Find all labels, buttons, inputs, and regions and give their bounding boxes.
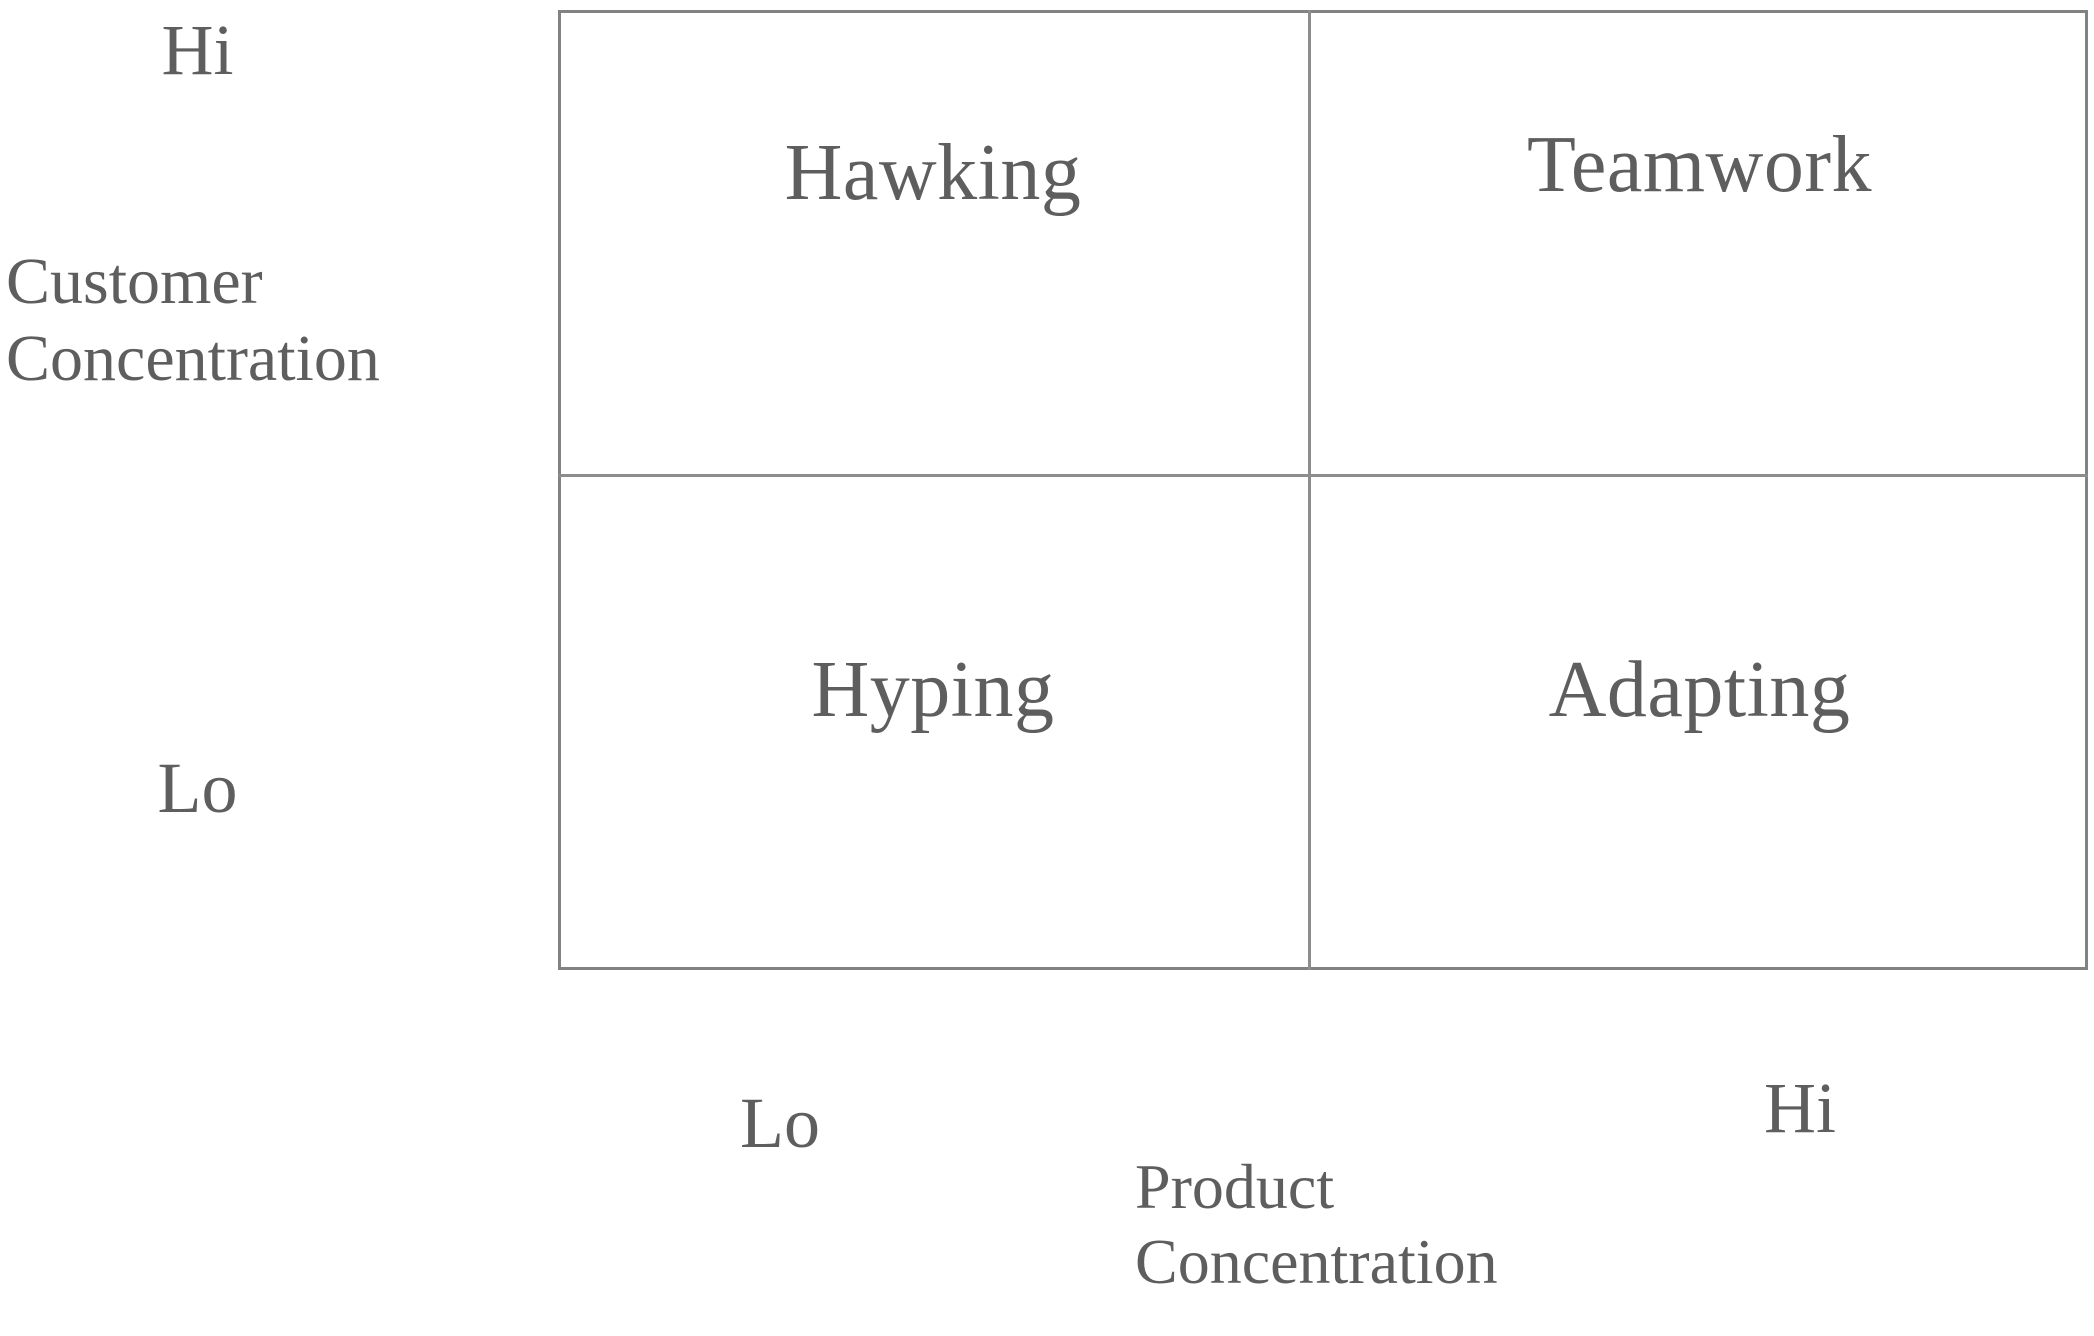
y-axis-high-label: Hi bbox=[161, 10, 234, 90]
x-axis-low-label: Lo bbox=[740, 1083, 820, 1163]
x-axis-title-line-2: Concentration bbox=[1135, 1225, 1498, 1297]
quadrant-label-hawking: Hawking bbox=[784, 129, 1082, 217]
y-axis-title-line-1: Customer bbox=[6, 245, 263, 318]
x-axis-title-line-1: Product bbox=[1135, 1151, 1335, 1222]
y-axis-title-line-2: Concentration bbox=[6, 322, 380, 396]
x-axis-high-label: Hi bbox=[1764, 1068, 1836, 1148]
matrix-horizontal-divider bbox=[558, 474, 2088, 477]
matrix-frame bbox=[558, 10, 2088, 970]
matrix-vertical-divider bbox=[1308, 10, 1311, 970]
quadrant-label-hyping: Hyping bbox=[811, 646, 1055, 734]
y-axis-low-label: Lo bbox=[157, 748, 238, 828]
x-axis-title: Product Concentration bbox=[1060, 1150, 1660, 1300]
quadrant-label-teamwork: Teamwork bbox=[1527, 121, 1872, 209]
quadrant-label-adapting: Adapting bbox=[1548, 646, 1851, 734]
y-axis-title: Customer Concentration bbox=[0, 243, 500, 397]
